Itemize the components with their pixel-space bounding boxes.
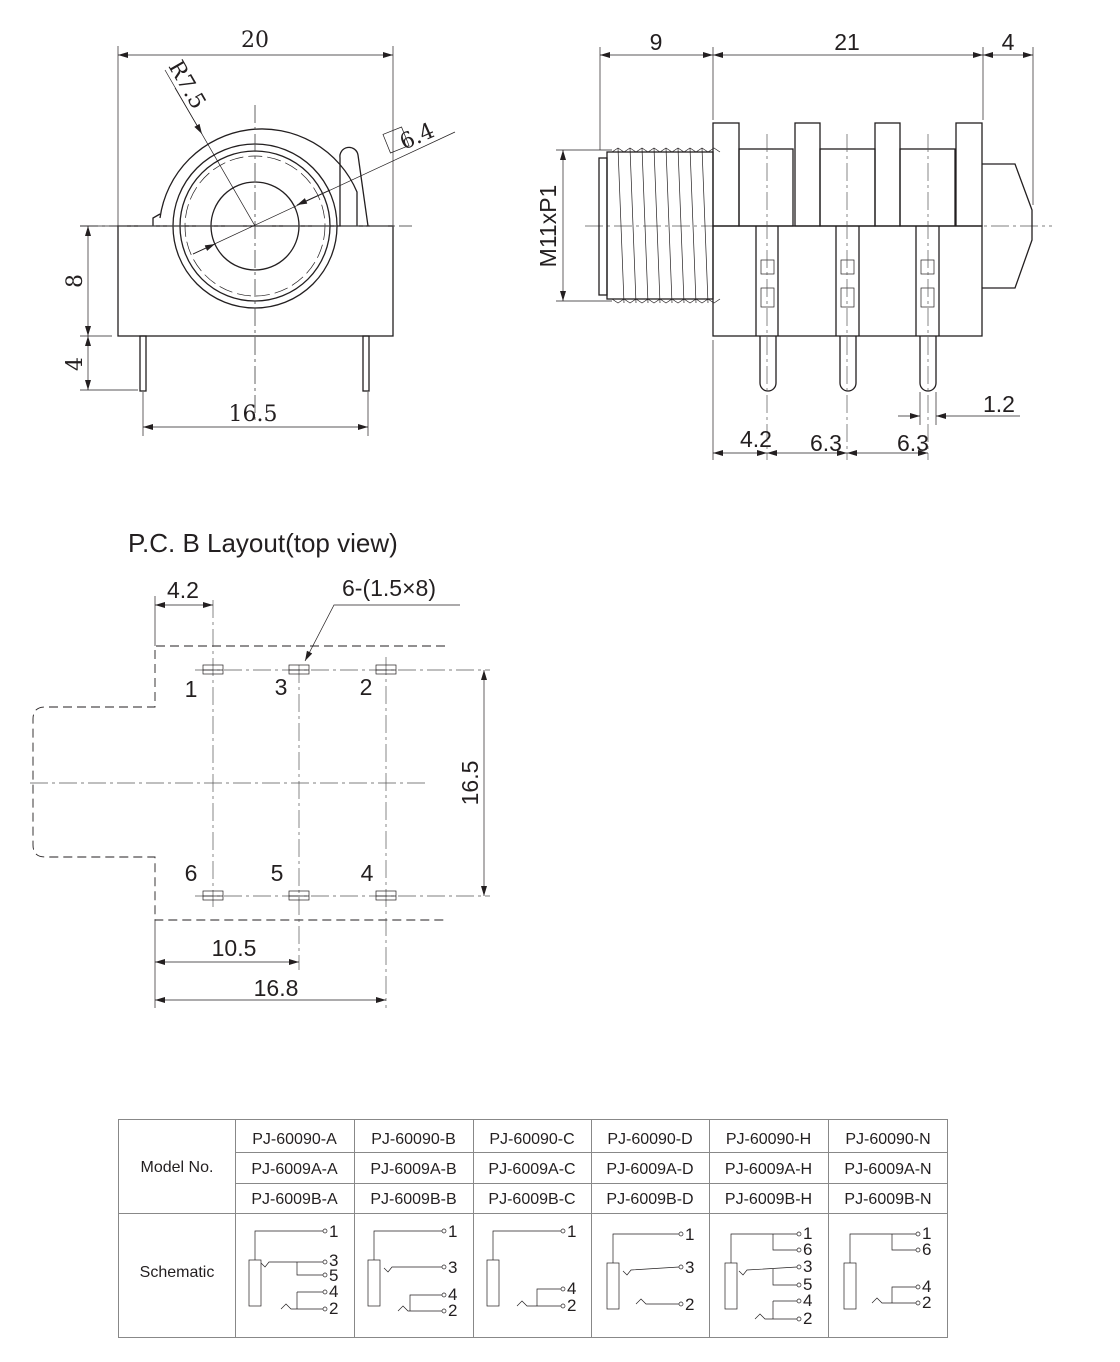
pcb-pads [202, 664, 397, 901]
thread-spec: M11xP1 [535, 185, 561, 268]
terminal-label: 6 [803, 1240, 812, 1259]
dim-radius: R7.5 [163, 57, 210, 114]
model-number-cell: PJ-6009B-H [725, 1191, 812, 1208]
dim-offset: 4.2 [167, 577, 199, 603]
terminal-label: 2 [448, 1301, 457, 1320]
model-number-cell: PJ-60090-D [607, 1131, 692, 1148]
hole-spec: 6-(1.5×8) [342, 575, 436, 601]
dim-pitch-1: 6.3 [810, 430, 842, 456]
dim-body-height: 8 [63, 274, 88, 288]
dim-pin-span: 16.5 [229, 402, 278, 427]
schematic-n: 1 6 4 2 [843, 1224, 931, 1312]
dim-bore: 6.4 [396, 118, 438, 155]
terminal-label: 5 [803, 1275, 812, 1294]
model-number-cell: PJ-60090-C [489, 1131, 574, 1148]
model-number-cell: PJ-60090-A [252, 1131, 337, 1148]
terminal-label: 2 [922, 1293, 931, 1312]
pin-label-2: 2 [360, 674, 373, 700]
model-number-cell: PJ-6009A-D [606, 1161, 693, 1178]
terminal-label: 2 [803, 1309, 812, 1328]
dim-row-spacing: 16.5 [457, 761, 483, 806]
pin-label-3: 3 [275, 674, 288, 700]
terminal-label: 1 [685, 1225, 694, 1244]
model-number-cell: PJ-6009A-C [488, 1161, 575, 1178]
terminal-label: 1 [922, 1224, 931, 1243]
pin-label-4: 4 [361, 860, 374, 886]
schematic-b: 1 3 4 2 [367, 1222, 457, 1320]
terminal-label: 5 [329, 1266, 338, 1285]
schematic-d: 1 3 2 [606, 1225, 694, 1314]
model-number-cell: PJ-6009A-B [370, 1161, 456, 1178]
front-pin-left [139, 335, 147, 392]
terminal-label: 3 [803, 1257, 812, 1276]
side-pins [759, 134, 937, 460]
model-number-cell: PJ-6009B-N [844, 1191, 931, 1208]
model-number-cell: PJ-60090-H [726, 1131, 811, 1148]
terminal-label: 3 [329, 1251, 338, 1270]
pcb-title: P.C. B Layout(top view) [128, 528, 398, 558]
model-number-cell: PJ-6009B-B [370, 1191, 456, 1208]
washer [598, 157, 608, 296]
model-number-cell: PJ-6009B-C [488, 1191, 575, 1208]
terminal-label: 1 [803, 1224, 812, 1243]
terminal-label: 4 [329, 1282, 338, 1301]
schematic-h: 1 6 3 5 4 2 [724, 1224, 812, 1328]
terminal-label: 3 [685, 1258, 694, 1277]
terminal-label: 1 [448, 1222, 457, 1241]
model-number-cell: PJ-6009A-N [844, 1161, 931, 1178]
model-number-cell: PJ-60090-B [371, 1131, 456, 1148]
thread [606, 147, 721, 304]
body [712, 122, 1033, 337]
model-number-cell: PJ-6009A-A [251, 1161, 338, 1178]
terminal-label: 6 [922, 1240, 931, 1259]
pin-label-1: 1 [185, 676, 198, 702]
dim-body-length: 21 [834, 29, 860, 55]
pin-label-6: 6 [185, 860, 198, 886]
footprint-outline [32, 645, 445, 921]
dim-total: 16.8 [254, 975, 299, 1001]
dim-mid: 10.5 [212, 935, 257, 961]
model-table: Model No. Schematic PJ-60090-A PJ-60090-B… [118, 1119, 948, 1338]
side-view: 9 21 4 M11xP1 4.2 6.3 6.3 1.2 [535, 29, 1052, 460]
model-number-cell: PJ-6009B-A [251, 1191, 338, 1208]
terminal-label: 1 [567, 1222, 576, 1241]
model-number-cell: PJ-60090-N [845, 1131, 930, 1148]
model-header: Model No. [141, 1159, 214, 1176]
pcb-layout: P.C. B Layout(top view) 1 3 2 6 5 4 4.2 … [30, 528, 490, 1008]
terminal-label: 1 [329, 1222, 338, 1241]
model-number-cell: PJ-6009B-D [606, 1191, 693, 1208]
terminal-label: 4 [922, 1277, 931, 1296]
schematic-c: 1 4 2 [486, 1222, 576, 1315]
front-view: 20 R7.5 6.4 8 4 16.5 [63, 28, 456, 436]
schematic-header: Schematic [140, 1264, 215, 1281]
dim-first-pin: 4.2 [740, 426, 772, 452]
terminal-label: 2 [567, 1296, 576, 1315]
schematic-a: 1 3 5 4 2 [248, 1222, 338, 1318]
dim-nose-length: 4 [1002, 29, 1015, 55]
terminal-label: 4 [448, 1285, 457, 1304]
terminal-label: 4 [803, 1291, 812, 1310]
model-number-cell: PJ-6009A-H [725, 1161, 812, 1178]
dim-pin-length: 4 [63, 357, 88, 371]
bore-symbol [382, 126, 410, 154]
pin-label-5: 5 [271, 860, 284, 886]
terminal-label: 2 [685, 1295, 694, 1314]
dim-pitch-2: 6.3 [897, 430, 929, 456]
terminal-label: 2 [329, 1299, 338, 1318]
dim-pin-width: 1.2 [983, 391, 1015, 417]
front-pin-right [362, 335, 370, 392]
dim-width: 20 [241, 28, 269, 53]
terminal-label: 4 [567, 1279, 576, 1298]
dim-thread-length: 9 [650, 29, 663, 55]
terminal-label: 3 [448, 1258, 457, 1277]
